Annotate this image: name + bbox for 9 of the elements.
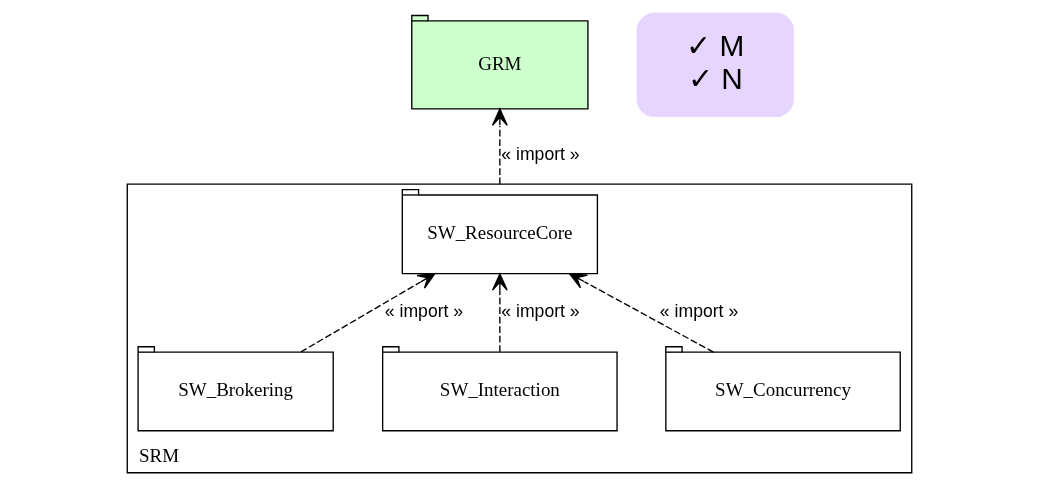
node-box: ✓ M ✓ N xyxy=(636,12,794,118)
arrow xyxy=(568,273,714,353)
edge-label: « import » xyxy=(500,144,580,165)
arrow xyxy=(491,108,508,185)
arrow xyxy=(491,273,508,353)
arrow xyxy=(299,272,435,353)
edge-label: « import » xyxy=(500,301,580,322)
edge-label: « import » xyxy=(384,301,463,322)
edge-label: « import » xyxy=(659,301,738,322)
